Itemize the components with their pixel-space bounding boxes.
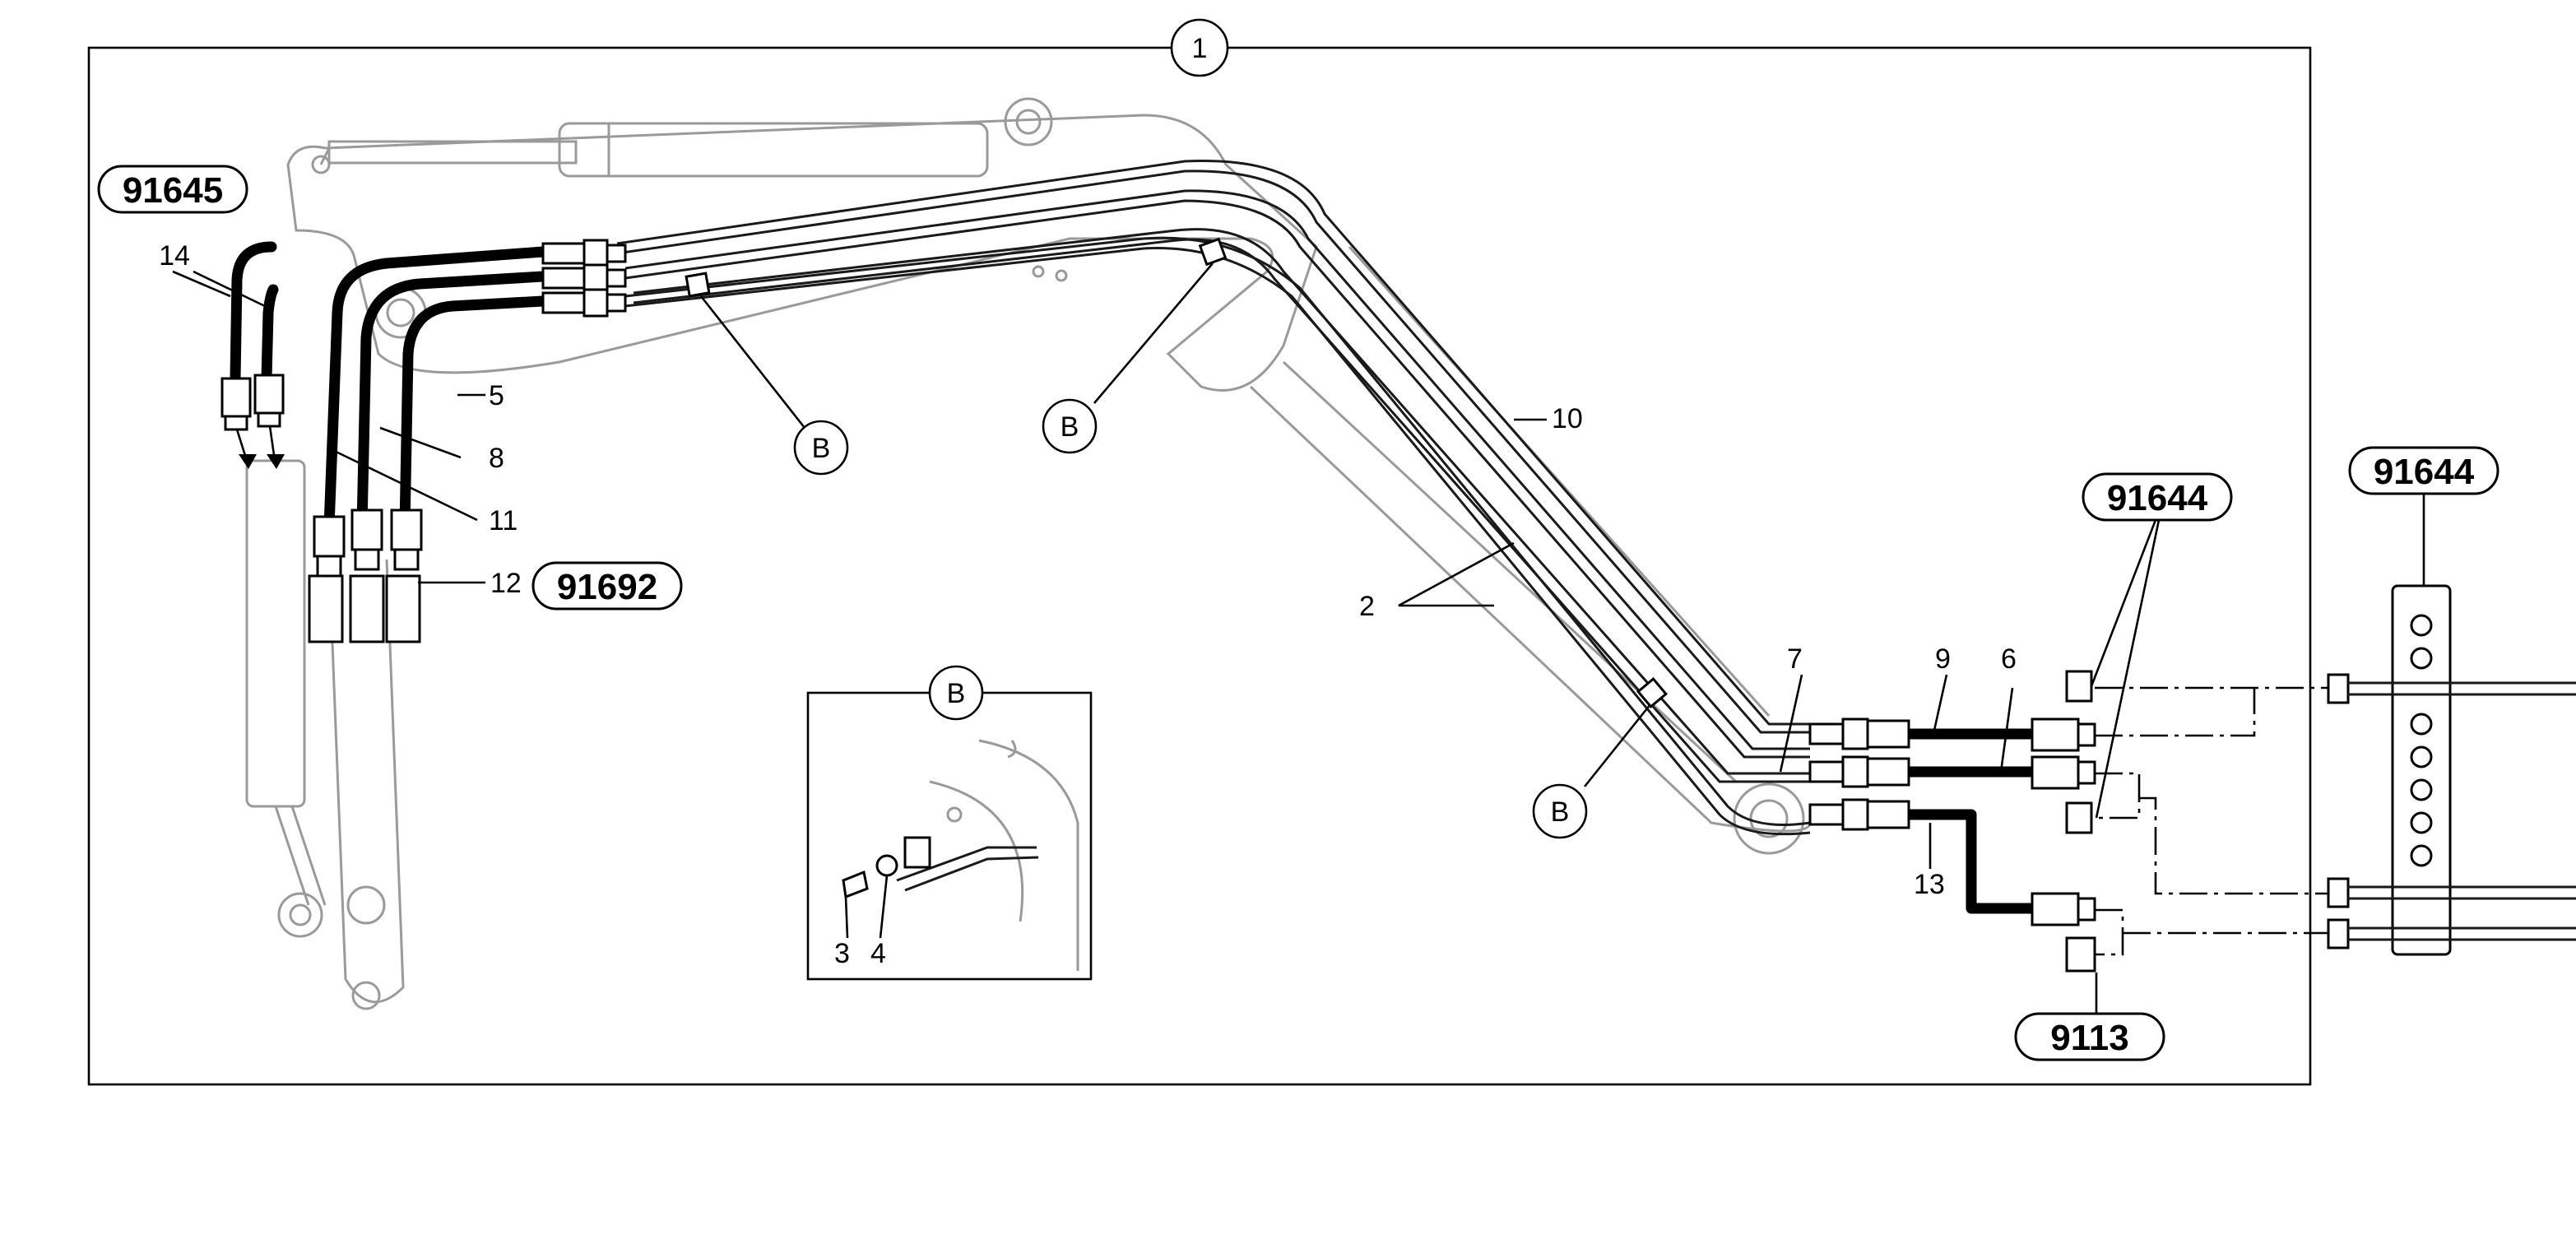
code-9113-text: 9113: [2050, 1018, 2128, 1058]
clamp-b-callout-1: [793, 420, 849, 476]
code-91692-pill: [531, 561, 683, 611]
item-5: 5: [489, 380, 504, 411]
code-91644-pill-a: [2082, 472, 2233, 522]
assembly-frame: [87, 46, 2312, 1086]
arm-cylinder: [245, 459, 405, 1010]
item-12: 12: [490, 568, 522, 599]
boom-cylinder: [327, 122, 989, 178]
item-2: 2: [1359, 591, 1375, 622]
clamps: [685, 237, 1669, 787]
right-hoses: [1903, 728, 2038, 914]
detail-b-box: [806, 691, 1093, 981]
code-91644-pill-b: [2348, 446, 2499, 495]
code-91644-text-a: 91644: [2107, 478, 2208, 518]
plug-bracket: [2327, 584, 2576, 956]
item-6: 6: [2001, 643, 2017, 675]
item-10: 10: [1552, 403, 1583, 434]
clamp-b-text-3: B: [1551, 796, 1570, 828]
assembly-callout-text: 1: [1192, 33, 1208, 64]
clamp-b-callout-2: [1042, 398, 1098, 454]
clamp-b-text-2: B: [1061, 411, 1079, 443]
item-11: 11: [489, 505, 518, 536]
item-8: 8: [489, 443, 504, 474]
assembly-callout: [1170, 18, 1229, 77]
upper-fittings: [541, 239, 627, 318]
lower-fittings: [308, 508, 423, 643]
detail-b-callout: [928, 665, 984, 721]
item-13: 13: [1914, 869, 1945, 900]
hoses-14: [220, 241, 285, 469]
item-3: 3: [834, 938, 850, 969]
code-91692-text: 91692: [557, 567, 657, 607]
detail-b-text: B: [947, 678, 966, 709]
boom-outline: [286, 97, 1812, 855]
item-4: 4: [870, 938, 886, 969]
code-91644-text-b: 91644: [2374, 452, 2475, 492]
item-7: 7: [1787, 643, 1803, 675]
code-9113-pill: [2014, 1012, 2165, 1061]
steel-pipes: [616, 160, 1811, 836]
clamp-b-callout-3: [1532, 783, 1588, 839]
dash-lines: [2095, 686, 2345, 956]
right-fittings: [1808, 670, 2096, 973]
clamp-b-text-1: B: [812, 433, 831, 464]
code-91645-text: 91645: [123, 170, 223, 211]
boom-hoses: [323, 246, 549, 532]
code-91645-pill: [97, 165, 248, 214]
item-14: 14: [159, 240, 190, 272]
item-9: 9: [1935, 643, 1951, 675]
